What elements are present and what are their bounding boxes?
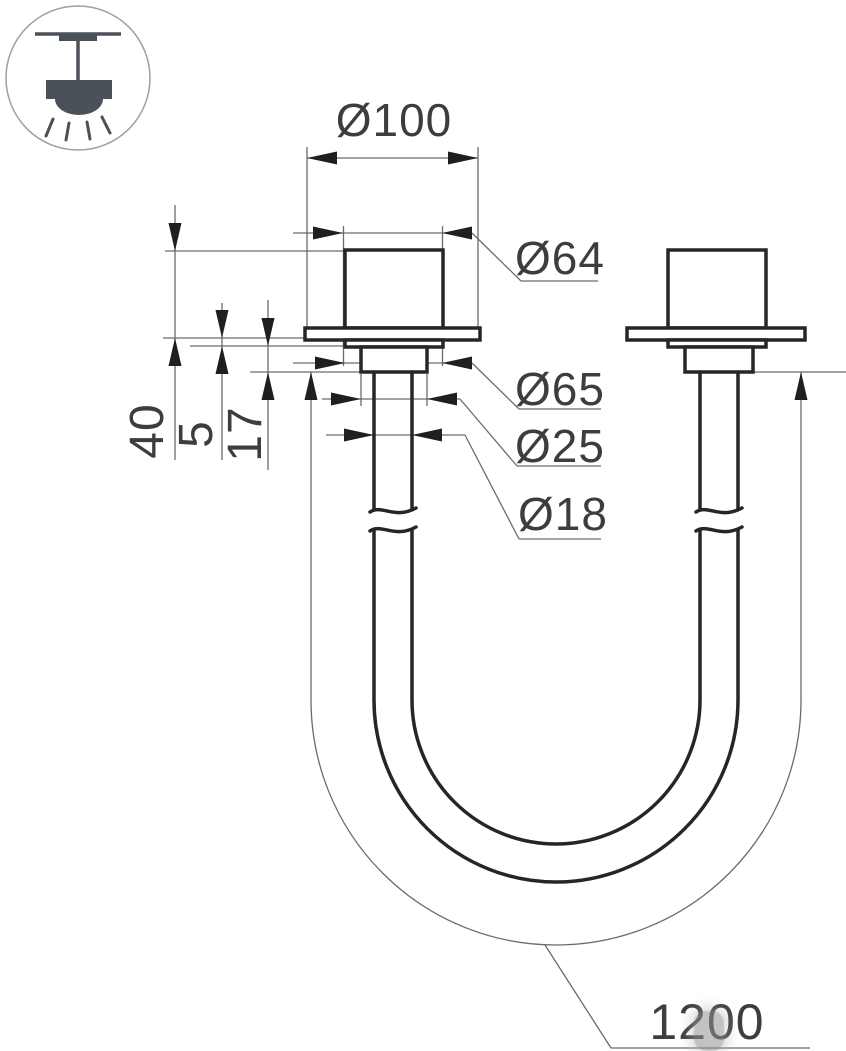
arrow-1200-left	[304, 372, 318, 400]
tube-left-break-lower	[368, 525, 418, 534]
arrow-dia65-left	[315, 356, 345, 370]
dim-label-5: 5	[170, 420, 223, 448]
arrow-40-bottom	[168, 338, 182, 366]
dim-label-40: 40	[121, 403, 174, 459]
icon-lamp-body	[46, 80, 112, 99]
arrow-dia18-left	[344, 428, 374, 442]
arrow-5-top	[215, 310, 229, 338]
tube-right-break-lower	[694, 525, 744, 534]
tube-right	[694, 370, 744, 702]
arrow-dia25-left	[331, 392, 361, 406]
arrow-dia64-left	[313, 226, 343, 240]
tube-u-bend	[372, 699, 740, 884]
arrow-dia100-left	[307, 151, 337, 165]
u-bend-outer	[372, 699, 740, 884]
arrow-dia64-right	[442, 226, 472, 240]
icon-light-rays	[44, 115, 112, 142]
arrow-1200-right	[794, 372, 808, 400]
dim-label-dia100: Ø100	[335, 94, 453, 146]
fixture-left-body	[343, 248, 445, 330]
arrow-40-top	[168, 223, 182, 251]
arrow-17-top	[261, 318, 275, 346]
arrow-17-bottom	[261, 372, 275, 400]
dim-label-17: 17	[219, 406, 272, 462]
arrow-dia25-right	[427, 392, 457, 406]
fixture-right-plate	[625, 326, 807, 342]
dim-label-dia18: Ø18	[518, 488, 608, 540]
fixture-left-collar	[359, 345, 429, 374]
dimension-1200	[310, 371, 846, 1049]
arrow-dia100-right	[448, 151, 478, 165]
dim-label-dia64: Ø64	[515, 232, 605, 284]
arrow-dia18-right	[412, 428, 442, 442]
dimension-arrows	[168, 151, 808, 442]
ceiling-pendant-mount-icon	[5, 5, 151, 151]
fixture-right-body	[666, 248, 768, 330]
tube-right-break-upper	[694, 506, 744, 515]
u-bend-inner	[410, 699, 702, 846]
tube-left	[368, 370, 418, 702]
fixture-right	[625, 248, 807, 374]
fixture-right-collar	[683, 345, 755, 374]
tube-left-break-upper	[368, 506, 418, 515]
arrow-dia65-right	[442, 356, 472, 370]
watermark-blob	[694, 1011, 724, 1051]
fixture-left-plate	[303, 326, 482, 342]
icon-shade	[55, 99, 103, 115]
dim-label-dia65: Ø65	[515, 363, 605, 415]
dim-label-dia25: Ø25	[515, 420, 605, 472]
arrow-5-bottom	[215, 346, 229, 374]
fixture-left	[303, 248, 482, 374]
